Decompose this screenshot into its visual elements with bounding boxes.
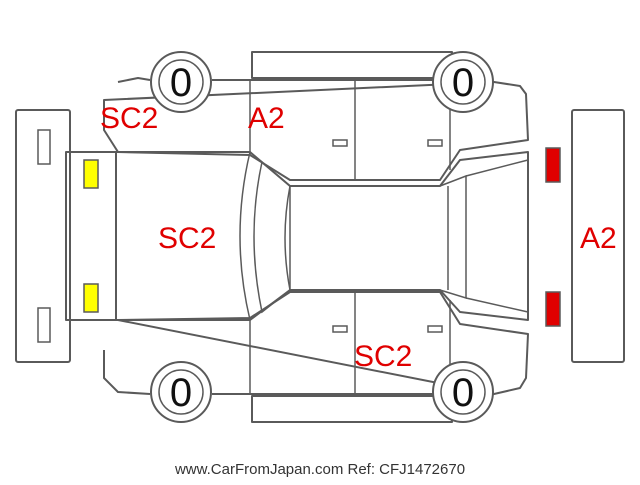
tire-rear-left: 0 [432,51,494,113]
front-right-headlight [83,283,99,313]
mark-left-front-door: A2 [248,102,285,135]
right-side-body [103,291,529,423]
front-left-headlight [83,159,99,189]
tire-rear-right: 0 [432,361,494,423]
mark-hood: SC2 [158,222,216,255]
rear-left-taillight [545,147,561,183]
tire-front-left-value: 0 [170,61,192,105]
front-bumper [15,109,71,363]
tire-front-right: 0 [150,361,212,423]
rear-bumper [571,109,625,363]
tire-front-left: 0 [150,51,212,113]
mark-right-rear-door: SC2 [354,340,412,373]
footer-credit: www.CarFromJapan.com Ref: CFJ1472670 [174,461,465,478]
left-side-body [103,51,529,181]
mark-left-front-fender: SC2 [100,102,158,135]
tire-rear-right-value: 0 [452,371,474,415]
mark-rear-bumper: A2 [580,222,617,255]
rear-right-taillight [545,291,561,327]
top-view-body [65,151,529,321]
tire-front-right-value: 0 [170,371,192,415]
tire-rear-left-value: 0 [452,61,474,105]
